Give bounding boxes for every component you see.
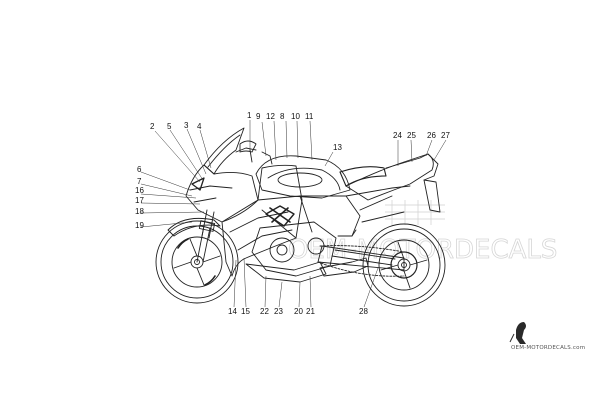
callout-25: 25 [407, 131, 416, 140]
watermark-logo: OEM-MOTORDECALS.com [509, 322, 585, 351]
callout-11: 11 [305, 112, 314, 121]
drive-chain [317, 245, 405, 277]
footpeg [337, 229, 357, 237]
ghost-grid-mark [385, 200, 445, 225]
callout-28: 28 [359, 307, 368, 316]
handlebar [235, 147, 257, 163]
swingarm [317, 245, 405, 271]
mirror [239, 140, 257, 153]
callout-27: 27 [441, 131, 450, 140]
leader-lines [140, 120, 447, 308]
engine-block [251, 205, 337, 277]
callout-5: 5 [167, 122, 172, 131]
front-fairing [185, 164, 259, 223]
callout-17: 17 [135, 196, 144, 205]
motorcycle-line-art [155, 127, 446, 307]
exhaust [319, 257, 369, 277]
callout-13: 13 [333, 143, 342, 152]
watermark-text: OEM-MOTORDECALS.com [511, 345, 585, 351]
callout-18: 18 [135, 207, 144, 216]
callout-23: 23 [274, 307, 283, 316]
front-fork [196, 209, 216, 263]
callout-21: 21 [306, 307, 315, 316]
front-fender [167, 217, 221, 237]
windscreen [203, 127, 245, 175]
callout-labels: 1 2 3 4 5 6 7 8 9 10 11 12 13 14 15 16 1… [135, 111, 450, 316]
belly-pan [245, 261, 327, 283]
callout-3: 3 [184, 121, 189, 130]
callout-9: 9 [256, 112, 261, 121]
callout-14: 14 [228, 307, 237, 316]
callout-6: 6 [137, 165, 142, 174]
callout-4: 4 [197, 122, 202, 131]
fuel-tank [255, 155, 351, 199]
ghost-watermark: OEM-MOTORDECALS [288, 235, 558, 266]
callout-10: 10 [291, 112, 300, 121]
tail-light [423, 153, 439, 181]
callout-15: 15 [241, 307, 250, 316]
callout-8: 8 [280, 112, 285, 121]
callout-24: 24 [393, 131, 402, 140]
callout-1: 1 [247, 111, 252, 120]
callout-19: 19 [135, 221, 144, 230]
callout-2: 2 [150, 122, 155, 131]
callout-22: 22 [260, 307, 269, 316]
license-plate-holder [423, 179, 441, 213]
callout-26: 26 [427, 131, 436, 140]
tail-section [345, 153, 434, 201]
ghost-watermark-text: OEM-MOTORDECALS [288, 235, 557, 265]
callout-20: 20 [294, 307, 303, 316]
callout-7: 7 [137, 177, 142, 186]
callout-16: 16 [135, 186, 144, 195]
rider-silhouette-icon [516, 322, 526, 344]
callout-12: 12 [266, 112, 275, 121]
rear-subframe [359, 195, 405, 223]
